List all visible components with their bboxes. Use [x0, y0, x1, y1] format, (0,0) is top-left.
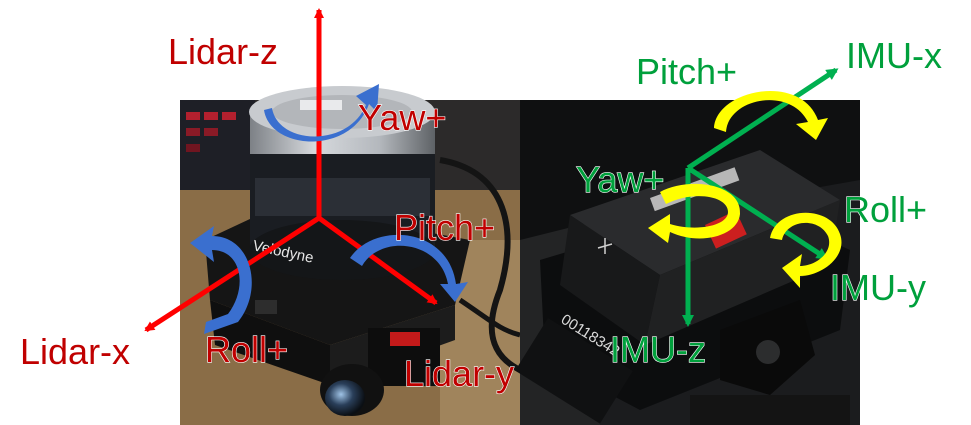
lidar-y-label: Lidar-y: [404, 353, 514, 394]
lidar-pitch-label: Pitch+: [394, 207, 495, 248]
lidar-axes: [144, 8, 438, 333]
imu-y-label: IMU-y: [830, 267, 926, 308]
imu-yaw-rotation-icon: [648, 183, 741, 243]
lidar-roll-rotation-icon: [190, 226, 252, 334]
imu-pitch-label: Pitch+: [636, 51, 737, 92]
lidar-y-axis-arrow: [317, 215, 438, 306]
imu-y-axis-arrow: [686, 165, 829, 261]
imu-z-label: IMU-z: [610, 329, 706, 370]
imu-x-axis-arrow: [686, 67, 839, 171]
lidar-z-label: Lidar-z: [168, 31, 278, 72]
lidar-photo: Velodyne: [180, 86, 522, 425]
lidar-x-label: Lidar-x: [20, 331, 130, 372]
lidar-rotation-arrows: [190, 84, 468, 334]
lidar-pitch-rotation-icon: [350, 234, 468, 302]
lidar-labels: Lidar-z Yaw+ Pitch+ Lidar-x Roll+ Lidar-…: [19, 30, 514, 394]
lidar-yaw-rotation-icon: [264, 84, 379, 142]
mount-bracket: [690, 300, 850, 425]
imu-roll-rotation-icon: [770, 212, 842, 288]
imu-labels: Pitch+ IMU-x Yaw+ Roll+ IMU-y IMU-z: [575, 34, 942, 370]
lidar-roll-label: Roll+: [205, 329, 288, 370]
imu-roll-label: Roll+: [844, 189, 927, 230]
imu-rotation-arrows: [648, 91, 842, 288]
lidar-x-axis-arrow: [144, 215, 321, 333]
keyboard-background: [180, 100, 255, 195]
lidar-yaw-label: Yaw+: [358, 97, 446, 138]
lidar-puck: Velodyne: [249, 86, 435, 280]
camera-module: [320, 328, 440, 416]
imu-pitch-rotation-icon: [714, 91, 828, 140]
imu-x-label: IMU-x: [846, 35, 942, 76]
imu-yaw-label: Yaw+: [576, 159, 664, 200]
